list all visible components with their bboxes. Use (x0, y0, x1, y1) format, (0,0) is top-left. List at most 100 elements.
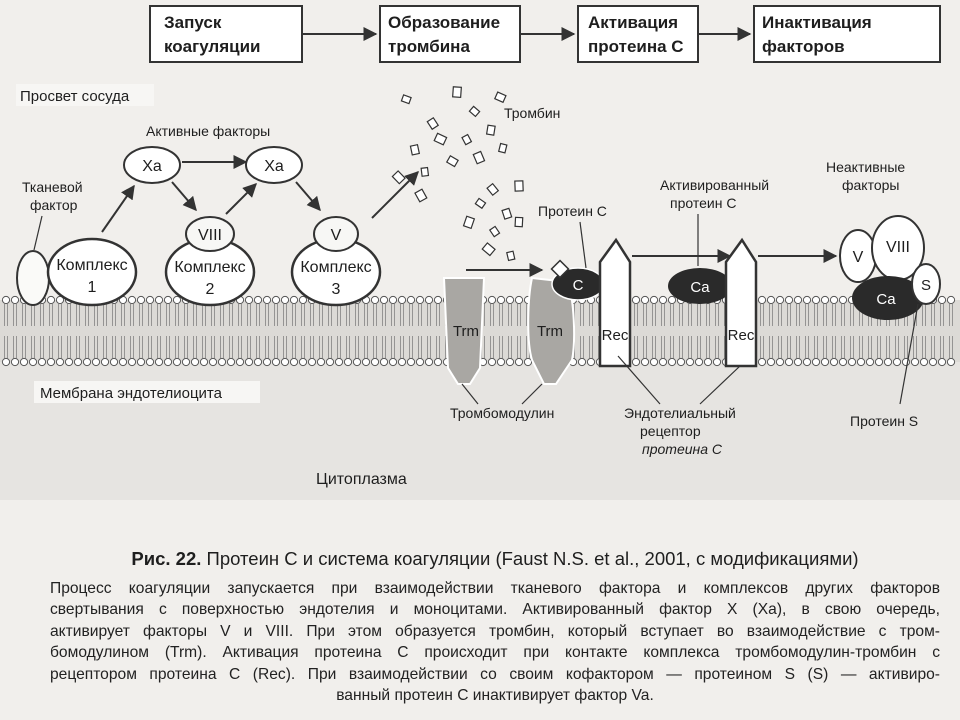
lipid-head (154, 357, 164, 367)
lipid-tail (877, 336, 881, 358)
lipid-tail (364, 304, 368, 326)
lipid-tail (256, 336, 260, 358)
lipid-head (505, 295, 515, 305)
thrombomodulin-2 (527, 276, 576, 385)
factor-xa-label: Xa (142, 158, 162, 175)
lipid-tail (355, 336, 359, 358)
lipid-head (946, 357, 956, 367)
lipid-tail (796, 336, 800, 358)
tissue-factor-label: Тканевой (22, 179, 83, 195)
flow-step-label: факторов (762, 37, 845, 56)
caption-line: активирует факторы V и VIII. При этом об… (50, 622, 940, 640)
lipid-tail (940, 304, 944, 326)
lipid-tail (697, 336, 701, 358)
lipid-tail (760, 336, 764, 358)
thrombomodulin-label: Тромбомодулин (450, 405, 554, 421)
thrombin-molecule (426, 116, 440, 131)
lipid-tail (634, 304, 638, 326)
flow-step-label: Активация (588, 13, 678, 32)
lipid-head (190, 357, 200, 367)
lipid-tail (112, 304, 116, 326)
lipid-tail (130, 304, 134, 326)
reaction-arrow (171, 181, 197, 212)
lipid-tail (787, 304, 791, 326)
leader-line (33, 215, 43, 251)
lipid-head (64, 357, 74, 367)
protein-c-label: C (573, 277, 584, 294)
trm-label: Trm (537, 323, 563, 340)
flow-step-label: протеина С (588, 37, 684, 56)
lipid-tail (157, 304, 161, 326)
lipid-tail (904, 336, 908, 358)
lipid-tail (274, 304, 278, 326)
lipid-head (631, 357, 641, 367)
factor-v-label: V (331, 227, 342, 244)
lipid-head (388, 295, 398, 305)
lipid-head (145, 295, 155, 305)
lipid-head (19, 357, 29, 367)
lipid-head (289, 295, 299, 305)
lipid-tail (256, 304, 260, 326)
complex-label: Комплекс (174, 259, 245, 276)
lipid-head (937, 357, 947, 367)
leader-line (461, 383, 479, 405)
lipid-head (181, 357, 191, 367)
lipid-head (397, 357, 407, 367)
lipid-tail (31, 336, 35, 358)
lipid-tail (85, 304, 89, 326)
thrombin-molecule (414, 188, 428, 203)
lipid-tail (805, 304, 809, 326)
lipid-tail (391, 304, 395, 326)
lipid-tail (193, 304, 197, 326)
figure-caption: Рис. 22. Протеин С и система коагуляции … (50, 548, 940, 706)
lipid-head (415, 357, 425, 367)
caption-title: Рис. 22. Протеин С и система коагуляции … (50, 548, 940, 570)
flow-step-inactivation: Инактивация факторов (753, 5, 941, 63)
flow-step-thrombin: Образование тромбина (379, 5, 521, 63)
lipid-tail (931, 336, 935, 358)
lipid-tail (328, 336, 332, 358)
lipid-tail (310, 304, 314, 326)
lipid-head (136, 295, 146, 305)
lipid-head (55, 295, 65, 305)
lipid-tail (787, 336, 791, 358)
lipid-head (370, 295, 380, 305)
rec-label: Rec (602, 327, 629, 344)
lipid-tail (346, 336, 350, 358)
lipid-head (433, 295, 443, 305)
lipid-head (388, 357, 398, 367)
complex-1 (46, 237, 138, 307)
lipid-tail (643, 304, 647, 326)
active-factors-label: Активные факторы (146, 123, 270, 139)
lipid-tail (103, 336, 107, 358)
lipid-tail (769, 336, 773, 358)
flow-step-label: Запуск (164, 13, 222, 32)
receptor-label: Эндотелиальный (624, 405, 736, 421)
lipid-head (820, 357, 830, 367)
lipid-head (316, 357, 326, 367)
lipid-head (514, 357, 524, 367)
inactive-factors-label: Неактивные (826, 159, 905, 175)
lipid-head (163, 357, 173, 367)
lipid-tail (760, 304, 764, 326)
lipid-tail (292, 304, 296, 326)
lipid-head (766, 357, 776, 367)
lipid-tail (148, 304, 152, 326)
lipid-head (424, 357, 434, 367)
lipid-head (811, 357, 821, 367)
lipid-head (793, 295, 803, 305)
factor-xa (123, 146, 181, 184)
lipid-tail (220, 304, 224, 326)
lipid-tail (355, 304, 359, 326)
lipid-head (127, 295, 137, 305)
lipid-head (1, 295, 11, 305)
lipid-head (91, 357, 101, 367)
lipid-tail (661, 304, 665, 326)
lipid-head (334, 357, 344, 367)
lipid-tail (310, 336, 314, 358)
lipid-head (766, 295, 776, 305)
complex-number: 3 (332, 281, 341, 298)
lipid-head (640, 295, 650, 305)
lipid-head (307, 357, 317, 367)
thrombin-molecule (445, 155, 459, 168)
